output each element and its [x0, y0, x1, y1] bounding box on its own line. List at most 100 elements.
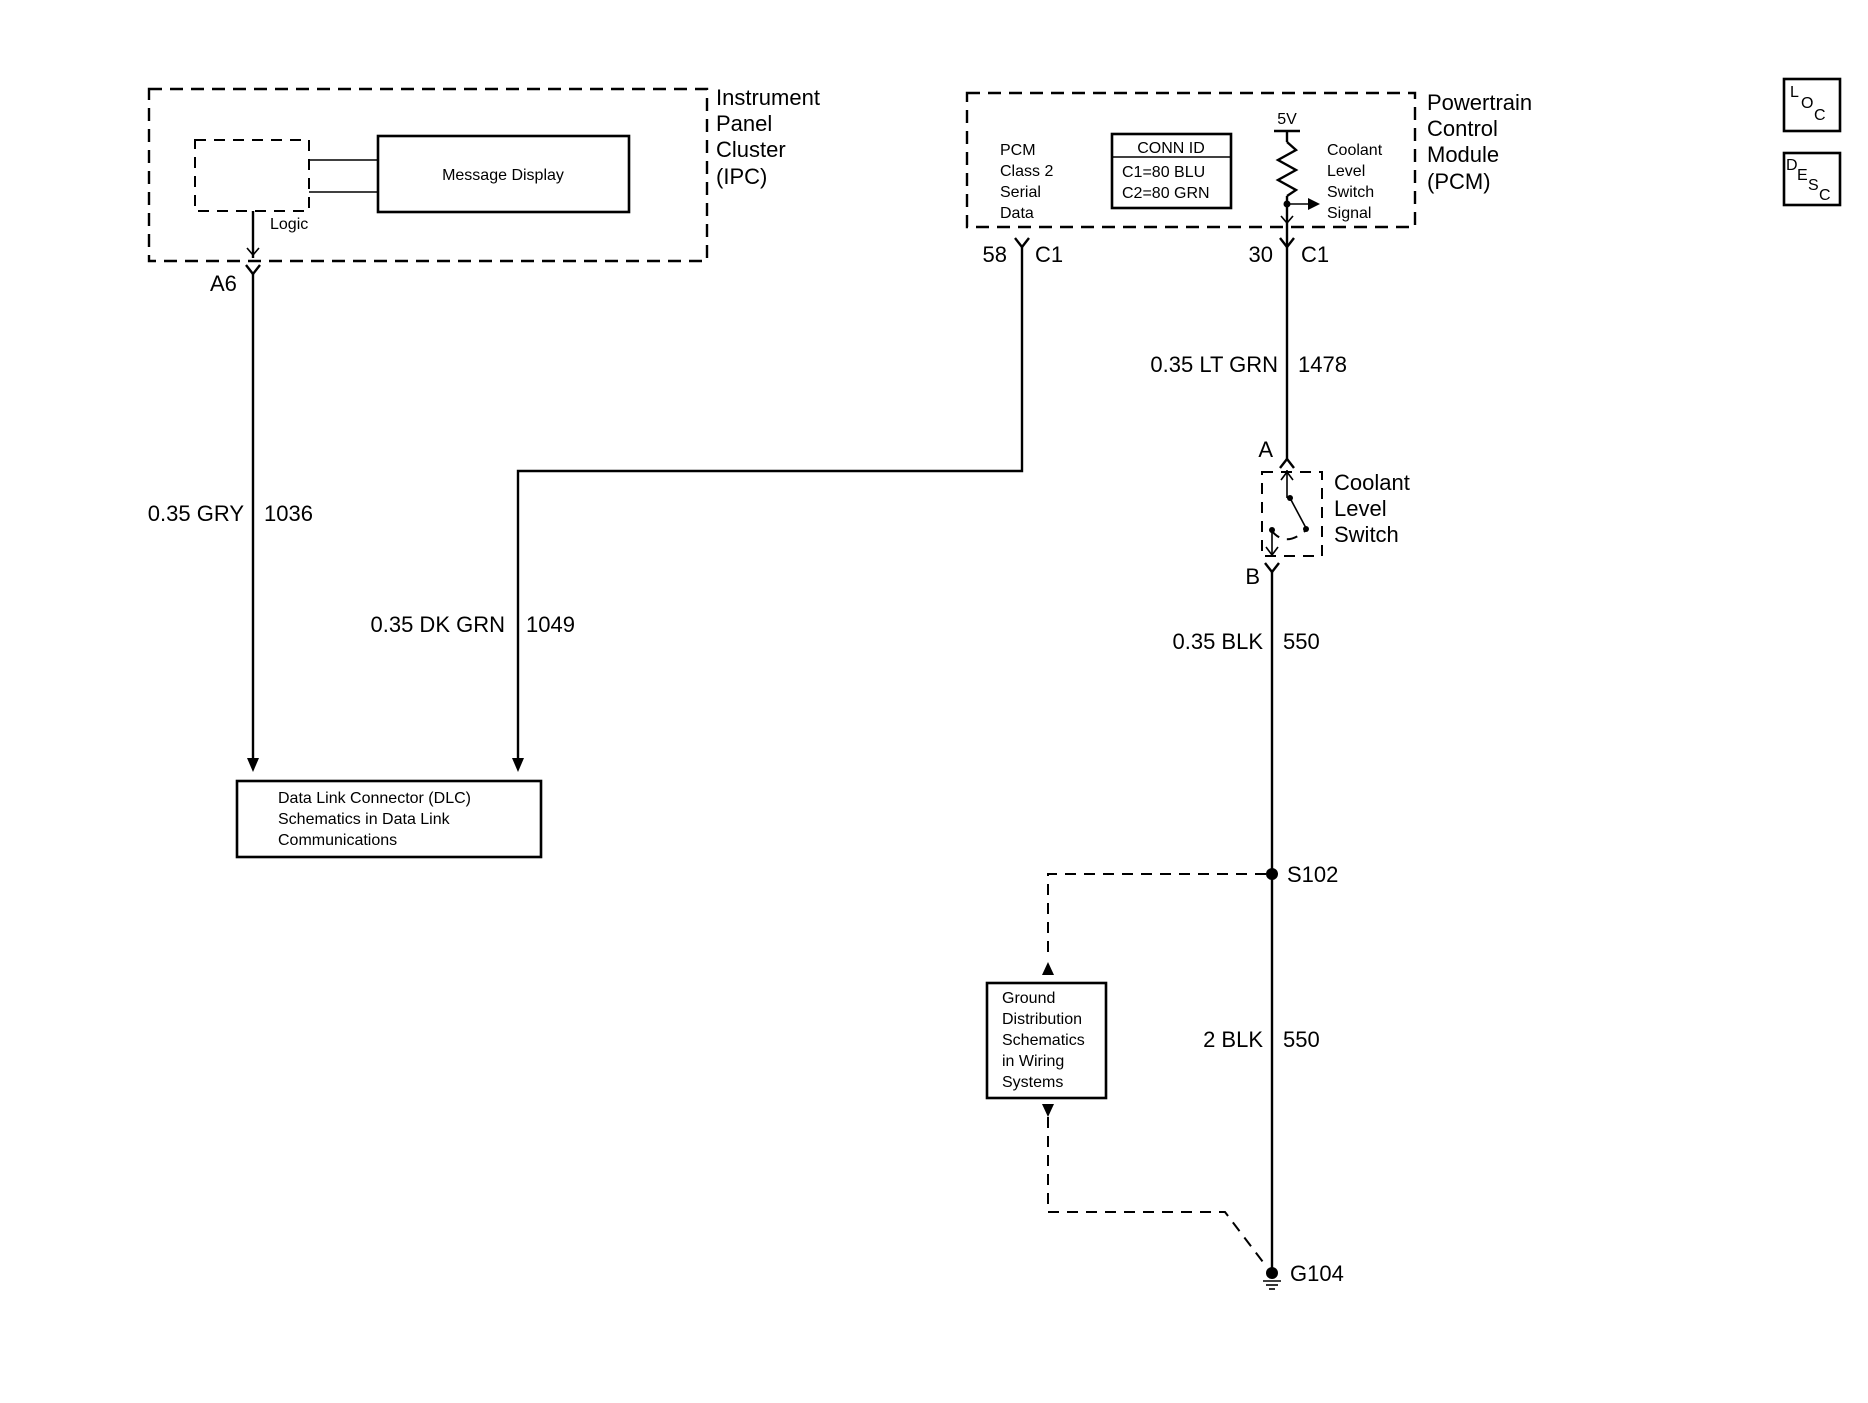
desc-button[interactable]: D E S C [1782, 151, 1842, 207]
conn-id-box [1110, 132, 1233, 210]
ground-ref-line-2: Distribution [1002, 1011, 1082, 1028]
splice-s102-dot [1266, 868, 1278, 880]
ipc-name-line-1: Instrument [716, 85, 820, 110]
wire-550-circuit: 550 [1283, 629, 1320, 654]
switch-pin-b-symbol [1264, 562, 1280, 574]
dlc-box[interactable] [235, 779, 543, 859]
dlc-line-1: Data Link Connector (DLC) [278, 790, 471, 807]
loc-letter-3: C [1814, 107, 1826, 124]
logic-output-arrow [246, 247, 260, 257]
wire-550-color: 0.35 BLK [1172, 629, 1263, 654]
switch-name-line-1: Coolant [1334, 470, 1410, 495]
wire-1036-color: 0.35 GRY [148, 501, 245, 526]
conn-id-title: CONN ID [1137, 140, 1205, 157]
wire-1036-arrowhead [247, 758, 259, 772]
logic-label: Logic [270, 216, 308, 233]
desc-letter-1: D [1786, 157, 1798, 174]
loc-letter-1: L [1790, 84, 1799, 101]
ipc-name-line-3: Cluster [716, 137, 786, 162]
pcm-boundary [965, 91, 1417, 229]
pcm-name-line-4: (PCM) [1427, 169, 1491, 194]
signal-output-arrow [1280, 215, 1294, 225]
pin-58-number: 58 [983, 242, 1007, 267]
pin-30-connector: C1 [1301, 242, 1329, 267]
wire-1049-arrowhead [512, 758, 524, 772]
pcm-module: Powertrain Control Module (PCM) PCM Clas… [965, 90, 1532, 267]
dlc-line-2: Schematics in Data Link [278, 811, 451, 828]
desc-letter-2: E [1797, 167, 1808, 184]
switch-pin-a-label: A [1258, 437, 1273, 462]
loc-letter-2: O [1801, 95, 1813, 112]
wire-1036-circuit: 1036 [264, 501, 313, 526]
pcm-serial-line-4: Data [1000, 205, 1034, 222]
switch-pin-a-symbol [1279, 457, 1295, 469]
conn-id-line-1: C1=80 BLU [1122, 164, 1205, 181]
switch-name-line-2: Level [1334, 496, 1387, 521]
switch-name-line-3: Switch [1334, 522, 1399, 547]
ground-ref-line-5: Systems [1002, 1074, 1063, 1091]
switch-float-link [1270, 529, 1306, 541]
circuit-550: 0.35 BLK 550 S102 2 BLK 550 G104 [1172, 572, 1344, 1290]
dlc-line-3: Communications [278, 832, 397, 849]
ground-ref-link-top [1047, 873, 1266, 960]
loc-button[interactable]: L O C [1782, 77, 1842, 133]
ipc-name-line-2: Panel [716, 111, 772, 136]
ipc-boundary [147, 87, 709, 263]
coolant-level-switch: A Coolant Level Switch B [1245, 437, 1410, 589]
ipc-module: Instrument Panel Cluster (IPC) Message D… [147, 85, 820, 296]
pcm-name-line-3: Module [1427, 142, 1499, 167]
message-display-box [376, 134, 631, 214]
ground-ref-arrow-bottom [1042, 1104, 1054, 1117]
pin-58-connector: C1 [1035, 242, 1063, 267]
circuit-1049: 0.35 DK GRN 1049 [371, 246, 1024, 772]
switch-blade [1289, 497, 1307, 529]
message-display-label: Message Display [442, 167, 564, 184]
pin-30-number: 30 [1249, 242, 1273, 267]
loc-button-frame[interactable] [1782, 77, 1842, 133]
pcm-name-line-1: Powertrain [1427, 90, 1532, 115]
pcm-signal-line-1: Coolant [1327, 142, 1383, 159]
ground-ref-line-4: in Wiring [1002, 1053, 1064, 1070]
pcm-signal-line-3: Switch [1327, 184, 1374, 201]
signal-tap-arrow [1308, 198, 1320, 210]
desc-button-frame[interactable] [1782, 151, 1842, 207]
pcm-signal-line-2: Level [1327, 163, 1365, 180]
desc-letter-3: S [1808, 177, 1819, 194]
wire-1478-circuit: 1478 [1298, 352, 1347, 377]
ground-ref-box[interactable] [985, 981, 1108, 1100]
wire-1478-color: 0.35 LT GRN [1150, 352, 1278, 377]
wire-1049-color: 0.35 DK GRN [371, 612, 506, 637]
wire-550-2blk-circuit: 550 [1283, 1027, 1320, 1052]
connector-58-symbol [1014, 237, 1030, 249]
ground-ref-link-bottom [1047, 1117, 1267, 1267]
ipc-name-line-4: (IPC) [716, 164, 767, 189]
desc-letter-4: C [1819, 187, 1831, 204]
wire-1049 [516, 246, 1024, 767]
pin-a6-label: A6 [210, 271, 237, 296]
switch-pin-b-label: B [1245, 564, 1260, 589]
connector-a6-symbol [245, 264, 261, 276]
dlc-reference[interactable]: Data Link Connector (DLC) Schematics in … [235, 779, 543, 859]
pcm-serial-line-2: Class 2 [1000, 163, 1053, 180]
pullup-resistor [1275, 141, 1299, 197]
circuit-1036: 0.35 GRY 1036 [148, 274, 313, 772]
pcm-voltage-label: 5V [1277, 111, 1297, 128]
ground-ref-line-1: Ground [1002, 990, 1055, 1007]
switch-boundary [1261, 471, 1323, 557]
ground-g104-dot [1266, 1267, 1278, 1279]
pcm-signal-line-4: Signal [1327, 205, 1371, 222]
pcm-name-line-2: Control [1427, 116, 1498, 141]
wire-550-2blk-color: 2 BLK [1203, 1027, 1263, 1052]
circuit-1478: 0.35 LT GRN 1478 [1150, 247, 1347, 460]
ground-ref-arrow-top [1042, 962, 1054, 975]
ground-ref-line-3: Schematics [1002, 1032, 1085, 1049]
pcm-serial-line-1: PCM [1000, 142, 1036, 159]
ground-distribution-reference[interactable]: Ground Distribution Schematics in Wiring… [985, 873, 1267, 1267]
switch-bottom-arrow [1265, 546, 1279, 557]
conn-id-line-2: C2=80 GRN [1122, 185, 1210, 202]
splice-s102-label: S102 [1287, 862, 1338, 887]
switch-top-arrow [1280, 470, 1294, 481]
pcm-serial-line-3: Serial [1000, 184, 1041, 201]
wire-1049-circuit: 1049 [526, 612, 575, 637]
